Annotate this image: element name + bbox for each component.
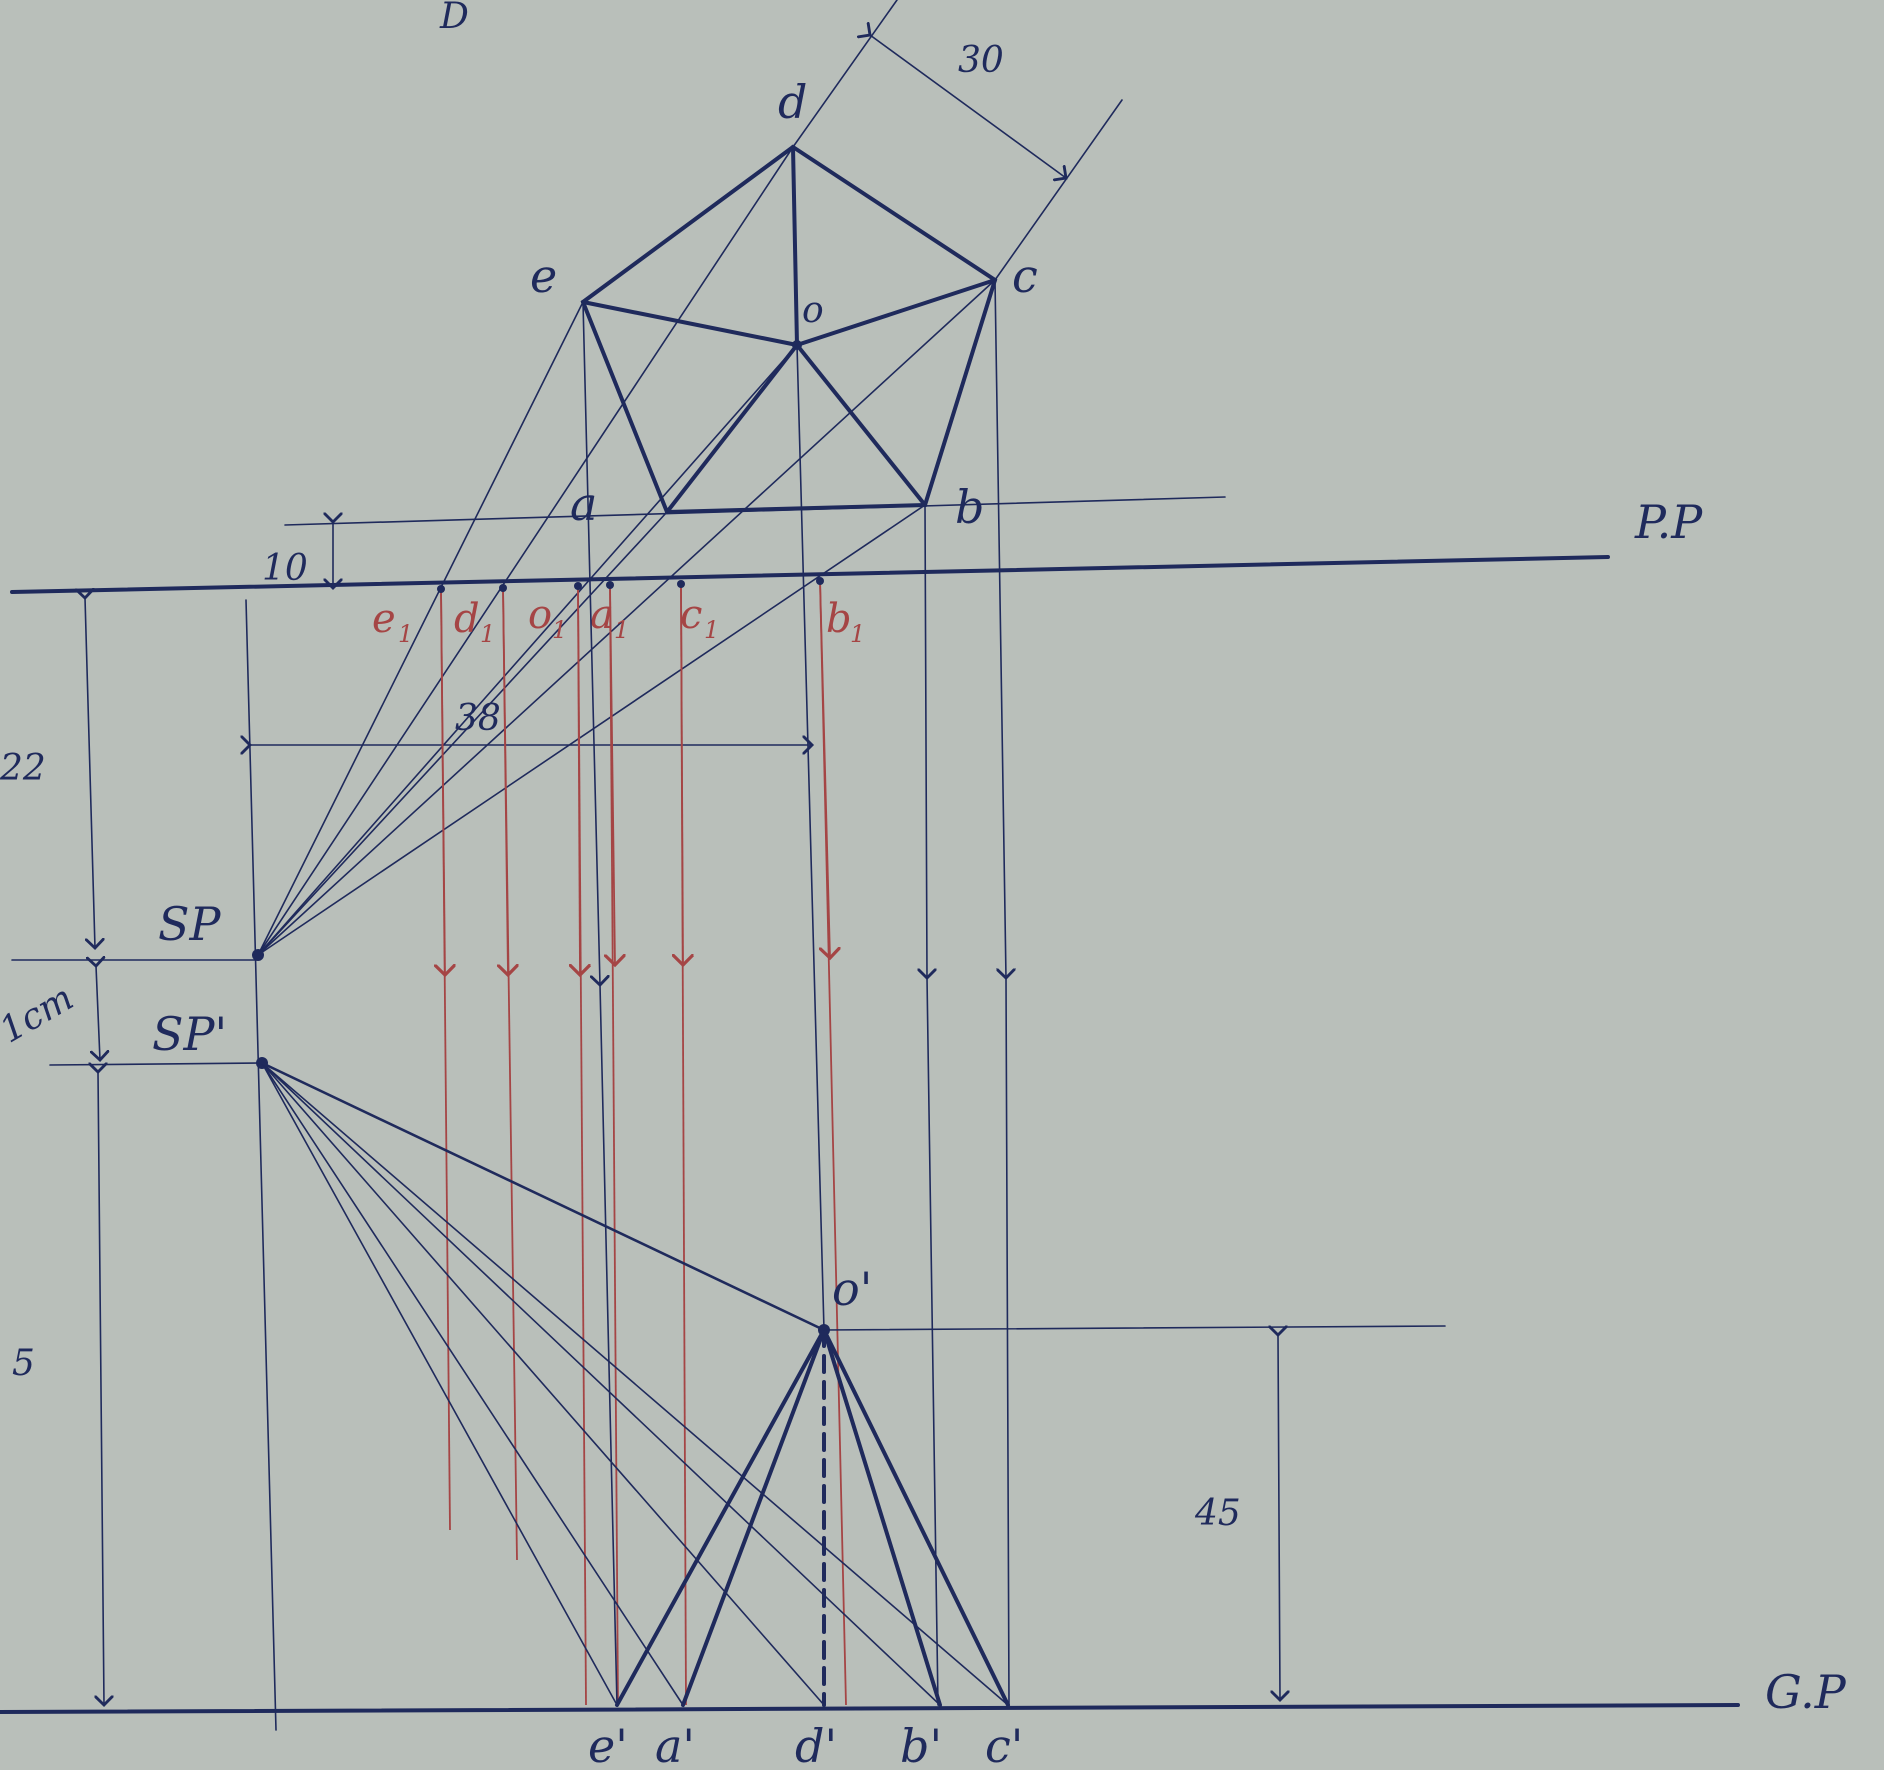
apex-ray (260, 1061, 826, 1332)
o1-sub: 1 (552, 616, 567, 644)
e1-letter: e (372, 596, 396, 642)
ab-extension-line (284, 496, 1226, 526)
ground-plane-line (0, 1703, 1740, 1714)
top-partial-label: D (439, 0, 469, 37)
plan-e-label: e (530, 249, 557, 303)
plan-o-label: o (802, 290, 824, 331)
red-projectors (441, 579, 847, 1706)
b1-letter: b (826, 596, 852, 642)
elev-a-label: a' (655, 1719, 695, 1770)
elev-e-label: e' (588, 1719, 628, 1770)
side-dimension: 30 (792, 0, 1123, 281)
b1-sub: 1 (850, 620, 865, 648)
elevation-rays (261, 1062, 1009, 1706)
height-arrow (1278, 1335, 1280, 1700)
apex-level-line (823, 1325, 1446, 1331)
gp-label: G.P (1765, 1665, 1847, 1719)
picture-plane-line (10, 555, 1610, 594)
sp-vertical-line (245, 599, 277, 1731)
pp-intersection-dots (437, 577, 824, 593)
o1-letter: o (528, 592, 552, 638)
a1-sub: 1 (614, 616, 629, 644)
c1-sub: 1 (704, 616, 719, 644)
offset-38-label: 38 (455, 698, 501, 739)
plan-a-label: a (570, 477, 597, 531)
sp-label: SP (158, 897, 222, 951)
blue-projectors (582, 279, 1009, 1706)
plan-b-label: b (955, 480, 984, 534)
pp-labels: e 1 d 1 o 1 a 1 c 1 b 1 (372, 592, 865, 648)
sp-distance-label: 22 (0, 748, 46, 789)
c1-letter: c (680, 592, 702, 638)
eye-height-label: 5 (12, 1343, 35, 1384)
e1-sub: 1 (398, 620, 413, 648)
height-label: 45 (1194, 1493, 1241, 1534)
pp-offset-label: 10 (262, 548, 308, 589)
pp-label: P.P (1634, 495, 1703, 549)
elev-c-label: c' (985, 1719, 1023, 1770)
sp-prime-label: SP' (152, 1007, 227, 1061)
sp-point (252, 949, 264, 961)
plan-view (580, 144, 998, 515)
elev-b-label: b' (900, 1719, 942, 1770)
plan-d-label: d (778, 75, 807, 129)
visual-rays (257, 146, 996, 956)
plan-c-label: c (1012, 249, 1038, 303)
d1-letter: d (454, 596, 480, 642)
d1-sub: 1 (480, 620, 495, 648)
side-length-label: 30 (958, 40, 1004, 81)
elev-o-label: o' (832, 1262, 872, 1316)
a1-letter: a (590, 592, 614, 638)
elev-d-label: d' (795, 1719, 837, 1770)
